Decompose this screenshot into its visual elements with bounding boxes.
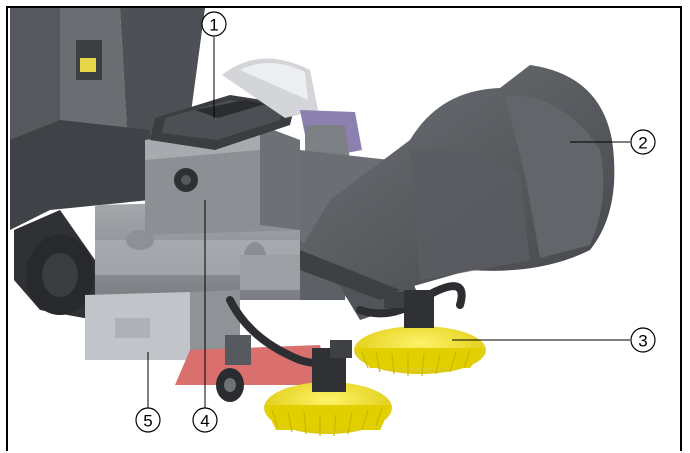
callout-5: 5: [135, 407, 161, 433]
svg-text:3: 3: [638, 332, 647, 351]
callout-4: 4: [192, 407, 218, 433]
hopper-handle: [115, 318, 150, 338]
callout-leaders: [147, 37, 630, 408]
filter-box-lid: [150, 95, 295, 150]
callout-3: 3: [630, 327, 656, 353]
fan-housing: [222, 58, 362, 165]
svg-text:5: 5: [143, 412, 152, 431]
side-brush: [354, 290, 486, 377]
warning-label: [80, 58, 96, 72]
caster-wheel: [216, 335, 251, 402]
callout-1: 1: [201, 11, 227, 37]
callout-2: 2: [630, 129, 656, 155]
cabin-rear: [10, 8, 205, 320]
front-hood: [300, 65, 615, 300]
svg-text:2: 2: [638, 134, 647, 153]
svg-text:1: 1: [209, 16, 218, 35]
dirt-hopper: [85, 290, 330, 385]
figure-frame: [6, 6, 682, 451]
front-side-brush: [264, 340, 392, 437]
svg-text:4: 4: [200, 412, 209, 431]
